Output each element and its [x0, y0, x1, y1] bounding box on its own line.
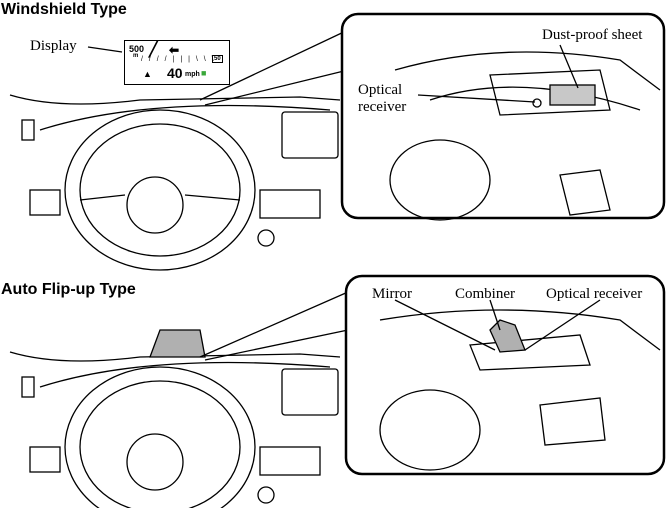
- label-dust-proof-sheet: Dust-proof sheet: [542, 27, 643, 43]
- speed-value: 40: [167, 65, 183, 81]
- dashboard-flipup-type: [9, 291, 349, 508]
- vehicle-icon: ▲: [143, 69, 152, 79]
- speed-unit: mph: [185, 71, 200, 78]
- turn-arrow-icon: ⬅: [169, 43, 180, 57]
- section-title-windshield: Windshield Type: [1, 1, 127, 18]
- label-display: Display: [30, 38, 77, 54]
- navigation-arrow-icon: ╱: [149, 41, 158, 57]
- section-title-flipup: Auto Flip-up Type: [1, 281, 136, 298]
- label-combiner: Combiner: [455, 286, 515, 302]
- hud-display: 500 m ╱ ⬅ / / / / | | | \ \ \ 50 ▲ 40 mp…: [124, 40, 230, 85]
- closeup-flipup-type: [379, 299, 661, 471]
- eco-icon: ■: [201, 68, 207, 78]
- label-optical-receiver: Optical receiver: [358, 82, 407, 115]
- speed-limit-sign: 50: [212, 55, 223, 63]
- lane-markers: / / / / | | | \ \ \: [141, 56, 216, 63]
- distance-unit: m: [133, 53, 139, 59]
- distance-value: 500: [129, 44, 145, 54]
- label-optical-receiver-flipup: Optical receiver: [546, 286, 643, 302]
- closeup-windshield-type: [389, 44, 661, 221]
- dashboard-windshield-type: [9, 29, 349, 271]
- label-mirror: Mirror: [372, 286, 412, 302]
